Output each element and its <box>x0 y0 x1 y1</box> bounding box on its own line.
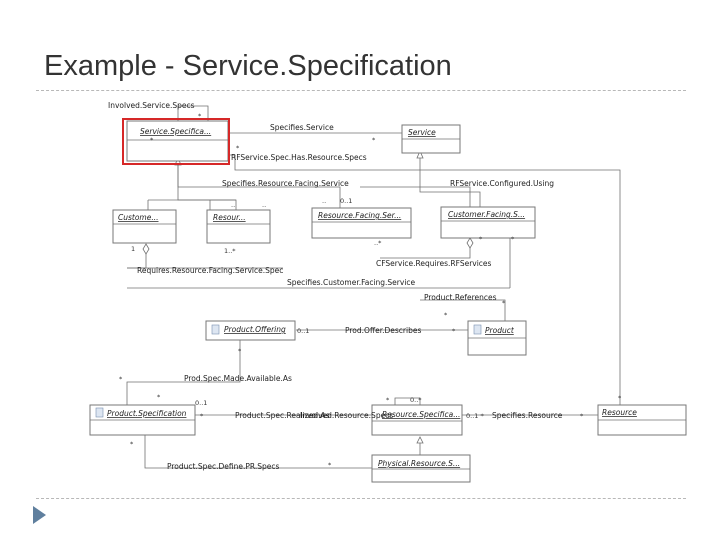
assoc-product-references: Product.References <box>424 293 497 302</box>
multiplicity-label: * <box>198 112 202 120</box>
class-name: Service.Specifica... <box>140 127 211 136</box>
assoc-requires-rfs-spec: Requires.Resource.Facing.Service.Spec <box>137 266 283 275</box>
multiplicity-labels: * * * * 0..1 .. .. .. 1 1..* ..* * * * *… <box>119 112 622 469</box>
class-name: Product <box>485 326 515 335</box>
multiplicity-label: * <box>150 136 154 144</box>
assoc-specifies-resource-facing-service: Specifies.Resource.Facing.Service <box>222 179 349 188</box>
class-resource-facing-service[interactable]: Resource.Facing.Ser... <box>311 207 412 239</box>
assoc-involved-service-specs: Involved.Service.Specs <box>108 101 195 110</box>
class-name: Resource <box>602 408 637 417</box>
multiplicity-label: 0..1 * <box>466 412 484 420</box>
multiplicity-label: * <box>511 235 515 243</box>
slide-title: Example - Service.Specification <box>44 50 452 82</box>
multiplicity-label: 1..* <box>224 247 236 255</box>
assoc-cf-service-requires-rf-services: CFService.Requires.RFServices <box>376 259 492 268</box>
assoc-rf-service-configured-using: RFService.Configured.Using <box>450 179 554 188</box>
title-divider <box>36 90 686 91</box>
association-labels: Involved.Service.Specs Specifies.Service… <box>108 101 563 471</box>
assoc-rf-service-spec-has-resource-specs: RFService.Spec.Has.Resource.Specs <box>231 153 367 162</box>
aggregation-markers <box>142 237 474 255</box>
multiplicity-label: 1 <box>131 245 135 253</box>
multiplicity-label: * <box>502 299 506 307</box>
multiplicity-label: * <box>580 412 584 420</box>
multiplicity-label: * <box>452 327 456 335</box>
class-product[interactable]: Product <box>467 320 527 356</box>
class-service-specification[interactable]: Service.Specifica... <box>126 120 229 162</box>
multiplicity-label: * <box>444 311 448 319</box>
multiplicity-label: 0..1 <box>195 399 207 407</box>
class-customer-facing-service[interactable]: Customer.Facing.S... <box>440 206 536 239</box>
multiplicity-label: * <box>618 394 622 402</box>
multiplicity-label: .. <box>322 197 326 205</box>
assoc-specifies-service: Specifies.Service <box>270 123 334 132</box>
multiplicity-label: * <box>372 136 376 144</box>
bullet-arrow-icon <box>33 506 46 524</box>
multiplicity-label: * <box>328 461 332 469</box>
highlight-box <box>122 118 230 165</box>
class-product-offering[interactable]: Product.Offering <box>205 320 296 341</box>
multiplicity-label: .. <box>231 201 235 209</box>
class-product-specification[interactable]: Product.Specification <box>89 404 196 436</box>
assoc-specifies-resource: Specifies.Resource <box>492 411 563 420</box>
multiplicity-label: * <box>157 393 161 401</box>
multiplicity-label: ..* <box>374 239 382 247</box>
class-name: Physical.Resource.S... <box>378 459 460 468</box>
multiplicity-label: 0..1 <box>340 197 352 205</box>
class-resource-specification[interactable]: Resource.Specifica... <box>371 404 463 436</box>
assoc-product-spec-define-pr-specs: Product.Spec.Define.PR.Specs <box>167 462 279 471</box>
class-name: Product.Offering <box>224 325 286 334</box>
multiplicity-label: * <box>119 375 123 383</box>
class-resource-small[interactable]: Resour... <box>206 209 271 244</box>
multiplicity-label: * <box>479 235 483 243</box>
class-name: Service <box>408 128 436 137</box>
class-customer[interactable]: Custome... <box>112 209 177 244</box>
multiplicity-label: * <box>130 440 134 448</box>
class-name: Product.Specification <box>107 409 187 418</box>
multiplicity-label: 0..* <box>410 396 422 404</box>
class-name: Resour... <box>213 213 246 222</box>
multiplicity-label: * <box>386 396 390 404</box>
assoc-prod-offer-describes: Prod.Offer.Describes <box>345 326 421 335</box>
class-service[interactable]: Service <box>401 124 461 154</box>
multiplicity-label: 0..1 <box>297 327 309 335</box>
class-name: Resource.Specifica... <box>382 410 460 419</box>
assoc-involved-resource-specs: Involved.Resource.Specs <box>300 411 393 420</box>
multiplicity-label: * <box>238 347 242 355</box>
multiplicity-label: .. <box>262 201 266 209</box>
multiplicity-label: * <box>200 412 204 420</box>
footer-divider <box>36 498 686 499</box>
class-physical-resource-spec[interactable]: Physical.Resource.S... <box>371 454 471 483</box>
class-name: Custome... <box>118 213 159 222</box>
class-resource[interactable]: Resource <box>597 404 687 436</box>
class-name: Resource.Facing.Ser... <box>318 211 401 220</box>
multiplicity-label: * <box>236 144 240 152</box>
assoc-prod-spec-made-available-as: Prod.Spec.Made.Available.As <box>184 374 292 383</box>
assoc-product-spec-realized-as: Product.Spec.Realized.As <box>235 411 330 420</box>
assoc-specifies-customer-facing-service: Specifies.Customer.Facing.Service <box>287 278 416 287</box>
class-name: Customer.Facing.S... <box>448 210 525 219</box>
